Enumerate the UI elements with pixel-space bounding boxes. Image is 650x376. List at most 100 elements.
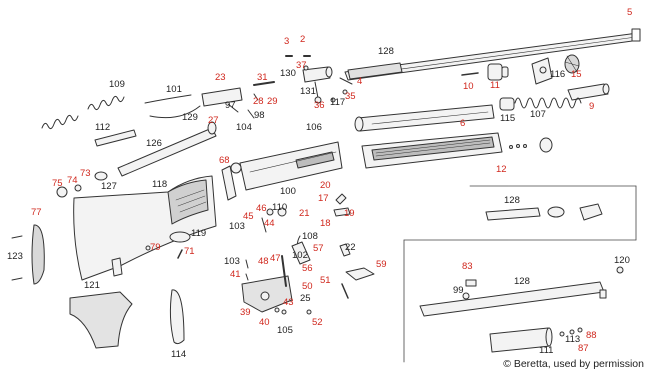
part-label: 119 bbox=[191, 228, 207, 239]
part-label: 115 bbox=[500, 113, 516, 124]
part-label: 131 bbox=[300, 86, 316, 97]
part-label: 4 bbox=[357, 76, 363, 87]
bolt-assembly bbox=[144, 81, 275, 201]
part-label: 9 bbox=[589, 101, 595, 112]
part-label: 117 bbox=[330, 97, 346, 108]
part-label: 29 bbox=[267, 96, 278, 107]
part-label: 112 bbox=[95, 122, 111, 133]
part-label: 17 bbox=[318, 193, 329, 204]
part-label: 118 bbox=[152, 179, 168, 190]
part-label: 5 bbox=[627, 7, 633, 18]
detail-box-lines bbox=[403, 185, 637, 363]
part-label: 40 bbox=[259, 317, 270, 328]
part-label: 103 bbox=[229, 221, 245, 232]
recoil-tube-112 bbox=[94, 129, 137, 147]
part-label: 99 bbox=[453, 285, 464, 296]
part-label: 59 bbox=[376, 259, 387, 270]
part-label: 35 bbox=[345, 91, 356, 102]
part-label: 104 bbox=[236, 122, 252, 133]
part-label: 101 bbox=[166, 84, 182, 95]
recoil-spring-right bbox=[87, 95, 125, 111]
part-label: 46 bbox=[256, 203, 267, 214]
magazine-tube bbox=[354, 104, 495, 132]
pistol-grip bbox=[69, 291, 133, 349]
part-label: 129 bbox=[182, 112, 198, 123]
recoil-spring-left bbox=[41, 114, 79, 130]
buttstock bbox=[73, 175, 217, 281]
part-label: 88 bbox=[586, 330, 597, 341]
part-label: 48 bbox=[258, 256, 269, 267]
part-label: 41 bbox=[230, 269, 241, 280]
magazine-cap-parts bbox=[461, 54, 610, 101]
part-label: 97 bbox=[225, 100, 236, 111]
part-label: 83 bbox=[462, 261, 473, 272]
part-label: 36 bbox=[314, 100, 325, 111]
recoil-tube-126 bbox=[117, 127, 217, 177]
part-label: 121 bbox=[84, 280, 100, 291]
detail-magazine-tube bbox=[489, 327, 583, 353]
part-label: 107 bbox=[530, 109, 546, 120]
part-label: 50 bbox=[302, 281, 313, 292]
part-label: 87 bbox=[578, 343, 589, 354]
part-label: 116 bbox=[550, 69, 566, 80]
part-label: 74 bbox=[67, 175, 78, 186]
part-label: 19 bbox=[344, 208, 355, 219]
part-label: 3 bbox=[284, 36, 290, 47]
part-label: 102 bbox=[292, 250, 308, 261]
part-label: 57 bbox=[313, 243, 324, 254]
part-label: 109 bbox=[109, 79, 125, 90]
part-label: 108 bbox=[302, 231, 318, 242]
part-label: 100 bbox=[280, 186, 296, 197]
part-label: 23 bbox=[215, 72, 226, 83]
receiver bbox=[239, 141, 343, 191]
part-label: 75 bbox=[52, 178, 63, 189]
part-label: 2 bbox=[300, 34, 306, 45]
part-label: 106 bbox=[306, 122, 322, 133]
part-label: 43 bbox=[283, 297, 294, 308]
part-label: 52 bbox=[312, 317, 323, 328]
part-label: 45 bbox=[243, 211, 254, 222]
part-label: 105 bbox=[277, 325, 293, 336]
part-label: 68 bbox=[219, 155, 230, 166]
part-label: 12 bbox=[496, 164, 507, 175]
part-label: 79 bbox=[150, 242, 161, 253]
butt-pad bbox=[31, 224, 45, 285]
part-label: 25 bbox=[300, 293, 311, 304]
part-label: 123 bbox=[7, 251, 23, 262]
part-label: 114 bbox=[171, 349, 187, 360]
part-label: 21 bbox=[299, 208, 310, 219]
trigger-group bbox=[241, 193, 375, 315]
part-label: 128 bbox=[504, 195, 520, 206]
part-label: 20 bbox=[320, 180, 331, 191]
part-label: 56 bbox=[302, 263, 313, 274]
part-label: 10 bbox=[463, 81, 474, 92]
forend bbox=[361, 132, 553, 169]
part-75 bbox=[56, 186, 68, 198]
part-label: 51 bbox=[320, 275, 331, 286]
part-label: 128 bbox=[514, 276, 530, 287]
detail-parts-top bbox=[485, 203, 603, 221]
part-label: 126 bbox=[146, 138, 162, 149]
part-label: 6 bbox=[460, 118, 466, 129]
part-label: 127 bbox=[101, 181, 117, 192]
part-label: 31 bbox=[257, 72, 268, 83]
part-label: 130 bbox=[280, 68, 296, 79]
part-label: 18 bbox=[320, 218, 331, 229]
part-label: 71 bbox=[184, 246, 195, 257]
part-label: 77 bbox=[31, 207, 42, 218]
part-label: 27 bbox=[208, 115, 219, 126]
bolt-small-parts bbox=[285, 55, 353, 104]
part-label: 120 bbox=[614, 255, 630, 266]
copyright-credit: © Beretta, used by permission bbox=[503, 358, 644, 370]
part-label: 44 bbox=[264, 218, 275, 229]
barrel-part bbox=[344, 28, 641, 81]
magazine-spring bbox=[514, 97, 582, 109]
part-label: 73 bbox=[80, 168, 91, 179]
part-label: 22 bbox=[345, 242, 356, 253]
part-label: 15 bbox=[571, 69, 582, 80]
part-label: 111 bbox=[539, 345, 554, 356]
part-label: 98 bbox=[254, 110, 265, 121]
part-label: 113 bbox=[565, 334, 581, 345]
